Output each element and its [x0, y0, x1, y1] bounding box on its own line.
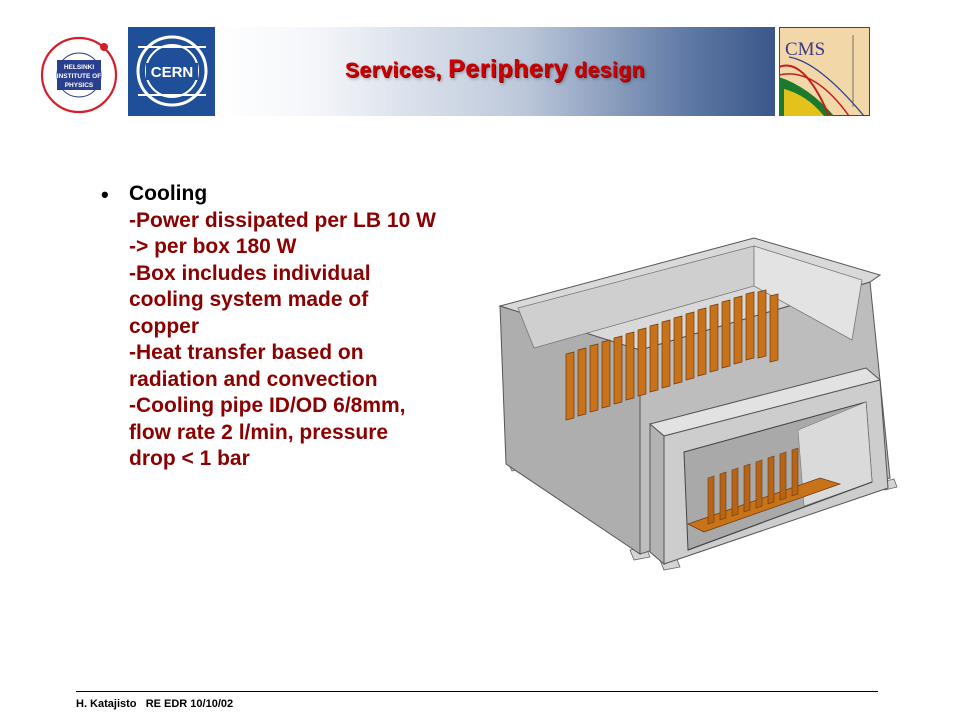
- shroud-floor-edge: [687, 481, 873, 551]
- copper-fins-front: [707, 447, 799, 525]
- bullet-line: -Box includes individual: [129, 261, 371, 285]
- helsinki-institute-of-physics-logo: HELSINKI INSTITUTE OF PHYSICS: [40, 36, 118, 114]
- bullet-line: -Cooling pipe ID/OD 6/8mm,: [129, 394, 406, 417]
- bullet-line: copper: [129, 314, 200, 338]
- hip-logo-line-3: PHYSICS: [65, 82, 94, 89]
- bullet-line: drop < 1 bar: [129, 447, 250, 470]
- bullet-marker: •: [101, 182, 109, 207]
- hip-logo-line-1: HELSINKI: [64, 64, 95, 71]
- bullet-heading: Cooling: [129, 182, 208, 205]
- copper-fins-back: [565, 289, 779, 421]
- title-part-2: Periphery: [448, 55, 568, 83]
- footer-text: H. Katajisto RE EDR 10/10/02: [76, 698, 233, 710]
- cern-logo-text: CERN: [151, 64, 194, 81]
- cms-logo-text: CMS: [785, 39, 825, 60]
- bullet-line: cooling system made of: [129, 288, 369, 311]
- hip-logo-line-2: INSTITUTE OF: [57, 73, 101, 80]
- shroud-left: [649, 422, 665, 566]
- bullet-line: -> per box 180 W: [129, 235, 297, 258]
- cern-logo: CERN: [128, 27, 215, 116]
- bullet-text-block: Cooling -Power dissipated per LB 10 W ->…: [129, 181, 549, 473]
- bullet-line: -Power dissipated per LB 10 W: [129, 208, 436, 232]
- bullet-line: flow rate 2 l/min, pressure: [129, 420, 389, 444]
- title-part-3: design: [574, 59, 645, 82]
- slide-title: Services, Periphery design: [215, 55, 775, 84]
- copper-plate: [687, 477, 842, 533]
- box-inner-right-wall: [753, 245, 863, 341]
- footer-rule: [76, 691, 878, 692]
- cooling-box-illustration: [498, 237, 898, 571]
- footer-author: H. Katajisto: [76, 698, 137, 710]
- bullet-line: -Heat transfer based on: [129, 341, 364, 364]
- bullet-line: radiation and convection: [129, 367, 378, 391]
- cms-logo: CMS: [779, 27, 870, 116]
- title-part-1: Services,: [345, 59, 442, 82]
- header-band: [215, 27, 775, 116]
- footer-event: RE EDR 10/10/02: [145, 698, 234, 710]
